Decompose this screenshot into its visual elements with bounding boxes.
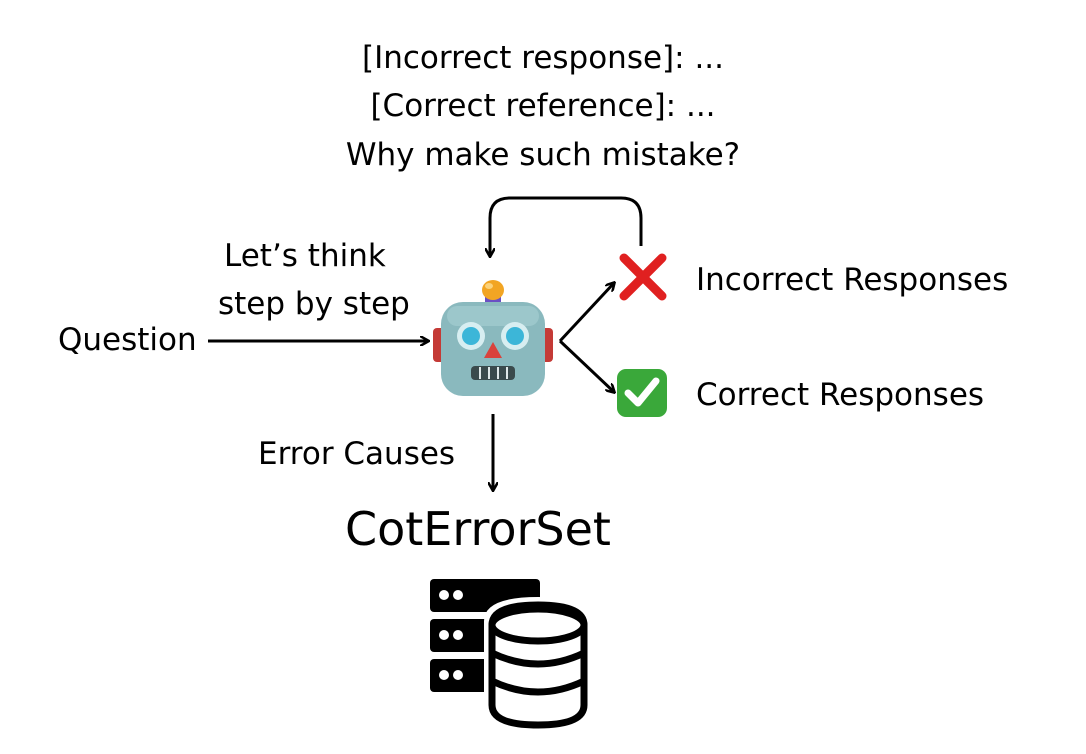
- dataset-title: CotErrorSet: [345, 502, 611, 556]
- prompt-incorrect-response: [Incorrect response]: ...: [361, 40, 725, 76]
- feedback-loop-arrow: [490, 196, 643, 256]
- database-icon: [430, 579, 592, 731]
- prompt-correct-reference: [Correct reference]: ...: [370, 88, 716, 124]
- cot-prompt-line2: step by step: [218, 286, 410, 322]
- correct-branch-arrow: [558, 339, 614, 392]
- incorrect-branch-arrow: [558, 283, 614, 343]
- prompt-question: Why make such mistake?: [345, 137, 741, 173]
- error-causes-label: Error Causes: [258, 436, 456, 472]
- question-label: Question: [58, 322, 197, 358]
- robot-icon: [433, 280, 553, 396]
- incorrect-responses-label: Incorrect Responses: [696, 262, 1009, 298]
- cot-prompt-line1: Let’s think: [224, 238, 386, 274]
- correct-responses-label: Correct Responses: [696, 377, 985, 413]
- cross-mark-icon: [619, 253, 667, 301]
- check-mark-icon: [617, 369, 667, 417]
